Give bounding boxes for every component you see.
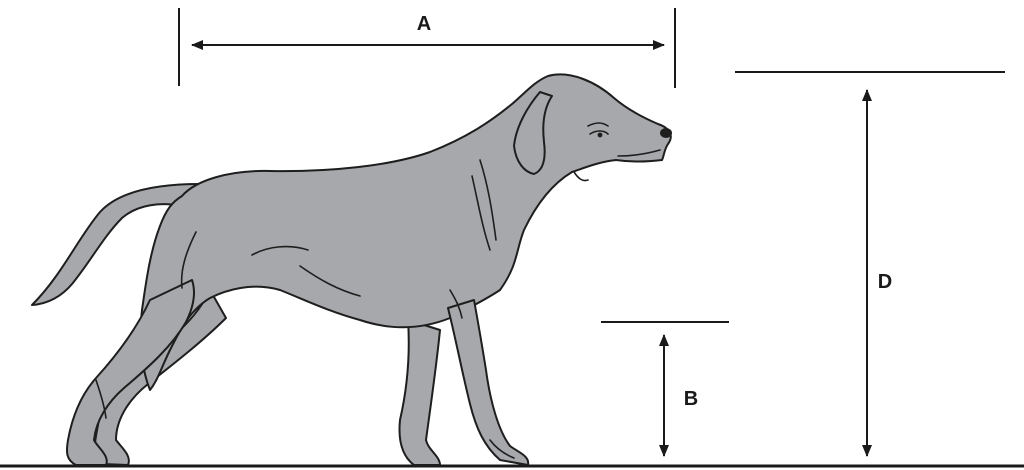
dog-body bbox=[140, 74, 670, 390]
dog-dewlap bbox=[574, 172, 588, 181]
dimension-b-label: B bbox=[684, 388, 698, 410]
dog-illustration bbox=[32, 74, 672, 465]
dog-far-front-leg bbox=[400, 320, 440, 465]
dog-eye-pupil bbox=[598, 133, 603, 138]
dimension-a: A bbox=[179, 8, 675, 88]
dimension-a-label: A bbox=[417, 13, 431, 35]
dog-near-front-leg bbox=[448, 300, 528, 465]
dog-nose bbox=[660, 128, 672, 138]
dimension-b: B bbox=[601, 322, 729, 456]
dimension-d-label: D bbox=[878, 271, 892, 293]
dog-near-hind-leg bbox=[67, 280, 194, 465]
dimension-d: D bbox=[735, 72, 1005, 456]
